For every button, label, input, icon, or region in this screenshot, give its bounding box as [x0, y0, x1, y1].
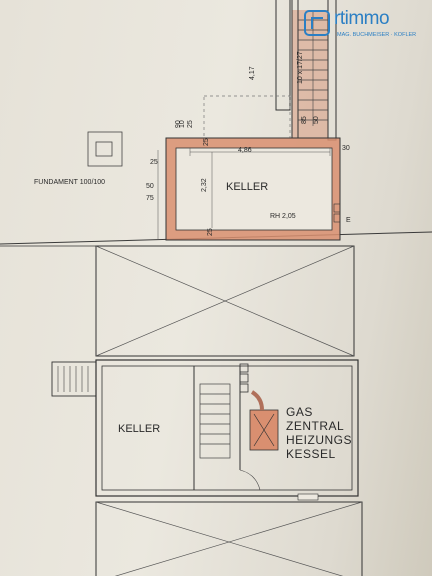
lower-room-label: KELLER — [118, 423, 160, 435]
dim-25-c: 25 — [207, 228, 214, 236]
upper-cellar — [165, 137, 341, 241]
dim-stair-note: 10 x 17/27 — [297, 51, 304, 84]
boiler-label-line-3: HEIZUNGS — [286, 433, 352, 447]
open-space-lower — [95, 501, 363, 576]
open-space-upper — [0, 245, 355, 357]
dim-85: 85 — [301, 116, 308, 124]
boiler-label-line-2: ZENTRAL — [286, 419, 344, 433]
dim-10: 10 — [179, 120, 186, 128]
dim-height-left: 2,32 — [201, 178, 208, 192]
dim-stair-length: 4,17 — [249, 66, 256, 80]
boiler-label-line-1: GAS — [286, 405, 313, 419]
dim-50b: 50 — [313, 116, 320, 124]
dim-25-b: 25 — [203, 138, 210, 146]
upper-room-label: KELLER — [226, 181, 268, 193]
foundation-marker — [87, 131, 123, 167]
dim-50: 50 — [146, 183, 154, 190]
exterior-stair — [51, 361, 97, 397]
window-marker: E — [346, 217, 351, 224]
logo-tagline: MAG. BUCHMEISER · KOFLER — [337, 32, 417, 38]
dim-30: 30 — [342, 145, 350, 152]
dim-25-d: 25 — [187, 120, 194, 128]
foundation-label: FUNDAMENT 100/100 — [34, 179, 105, 186]
dim-90: 90 — [175, 120, 182, 128]
dim-75: 75 — [146, 195, 154, 202]
dim-25-a: 25 — [150, 159, 158, 166]
room-height-label: RH 2,05 — [270, 213, 296, 220]
logo-brand: rtimmo — [334, 8, 390, 29]
agency-logo: rtimmo MAG. BUCHMEISER · KOFLER — [304, 8, 428, 46]
dim-width-upper: 4,86 — [238, 147, 252, 154]
logo-mark-icon — [304, 10, 330, 36]
boiler-label-line-4: KESSEL — [286, 447, 336, 461]
lower-floor — [95, 359, 359, 501]
